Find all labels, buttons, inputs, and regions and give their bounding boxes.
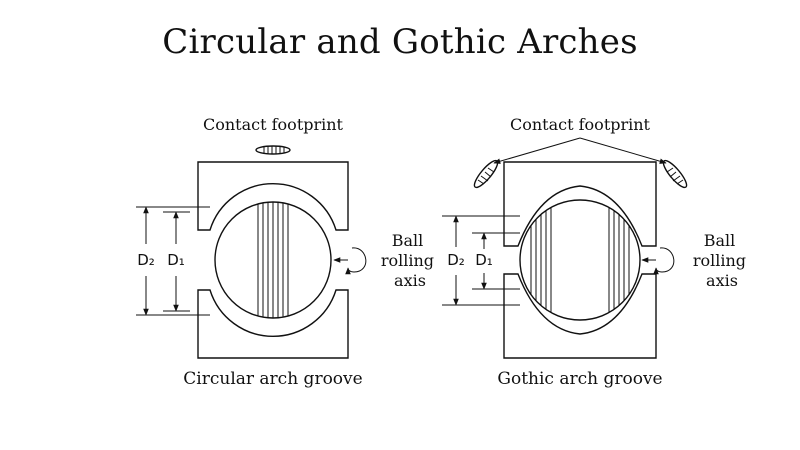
diagram-title: Circular and Gothic Arches bbox=[162, 22, 638, 62]
d1-label-circular: D₁ bbox=[167, 251, 185, 269]
upper-race-circular bbox=[197, 161, 349, 231]
rolling-axis-gothic bbox=[641, 247, 675, 275]
ball-gothic bbox=[519, 199, 641, 321]
footprint-pointers-gothic bbox=[493, 137, 667, 164]
d2-label-gothic: D₂ bbox=[447, 251, 465, 269]
footprint-label-gothic: Contact footprint bbox=[510, 115, 651, 134]
caption-gothic: Gothic arch groove bbox=[497, 369, 662, 389]
gothic-arch-figure: Contact footprint D₂ D₁ Ball rolling axi… bbox=[442, 115, 751, 389]
dimension-d1-gothic bbox=[472, 232, 520, 290]
footprint-ellipse-circular bbox=[255, 145, 291, 155]
axis-label-gothic: Ball rolling axis bbox=[693, 231, 751, 290]
upper-race-gothic bbox=[503, 161, 657, 247]
dimension-d2-circular bbox=[136, 206, 210, 316]
dimension-d2-gothic bbox=[442, 215, 520, 306]
footprint-label-circular: Contact footprint bbox=[203, 115, 344, 134]
caption-circular: Circular arch groove bbox=[183, 369, 362, 389]
axis-label-circular: Ball rolling axis bbox=[381, 231, 439, 290]
d2-label-circular: D₂ bbox=[137, 251, 155, 269]
circular-arch-figure: Contact footprint D₂ D₁ Ball rolling axi… bbox=[136, 115, 439, 389]
d1-label-gothic: D₁ bbox=[475, 251, 493, 269]
rolling-axis-circular bbox=[333, 247, 367, 275]
dimension-d1-circular bbox=[163, 211, 190, 312]
contact-bands-circular bbox=[257, 202, 289, 318]
lower-race-gothic bbox=[503, 273, 657, 359]
lower-race-circular bbox=[197, 289, 349, 359]
